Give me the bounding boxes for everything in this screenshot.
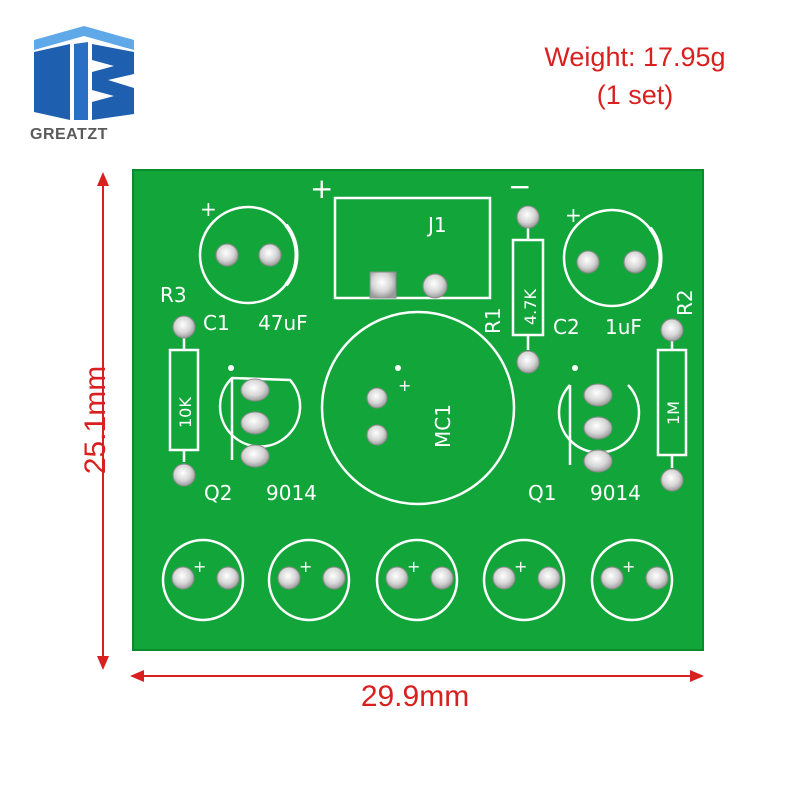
j1-plus: +	[310, 172, 333, 205]
set-count: (1 set)	[596, 80, 674, 110]
r3-label: R3	[160, 283, 187, 307]
c2-value: 1uF	[605, 315, 642, 339]
led3-plus: +	[407, 557, 420, 576]
r1-label: R1	[481, 307, 505, 334]
dots	[228, 365, 578, 371]
led5-plus: +	[622, 557, 635, 576]
j1-minus: −	[508, 170, 531, 203]
weight-label: Weight: 17.95g (1 set)	[505, 38, 765, 114]
c2-label: C2	[553, 315, 580, 339]
mc1-plus: +	[398, 376, 411, 395]
j1-label: J1	[426, 213, 447, 237]
r3-value: 10K	[176, 397, 195, 428]
led-outlines	[161, 538, 674, 622]
r2-value: 1M	[664, 401, 683, 425]
q1-value: 9014	[590, 481, 641, 505]
q1-label: Q1	[528, 481, 556, 505]
q2-label: Q2	[204, 481, 232, 505]
weight-value: Weight: 17.95g	[544, 42, 726, 72]
c1-value: 47uF	[258, 311, 308, 335]
c1-plus: +	[200, 197, 217, 221]
brand-name: GREATZT	[30, 126, 108, 143]
solder-pads	[171, 205, 684, 590]
r2-label: R2	[673, 289, 697, 316]
led1-plus: +	[193, 557, 206, 576]
mc1-label: MC1	[431, 404, 455, 448]
led4-plus: +	[514, 557, 527, 576]
j1-outline	[333, 196, 492, 300]
width-dimension-label: 29.9mm	[360, 680, 470, 713]
c2-plus: +	[565, 203, 582, 227]
q2-value: 9014	[266, 481, 317, 505]
led2-plus: +	[299, 557, 312, 576]
mc1-outline	[320, 310, 516, 506]
greatzt-logo	[34, 26, 134, 120]
r1-value: 4.7K	[521, 289, 540, 325]
c1-label: C1	[203, 311, 230, 335]
